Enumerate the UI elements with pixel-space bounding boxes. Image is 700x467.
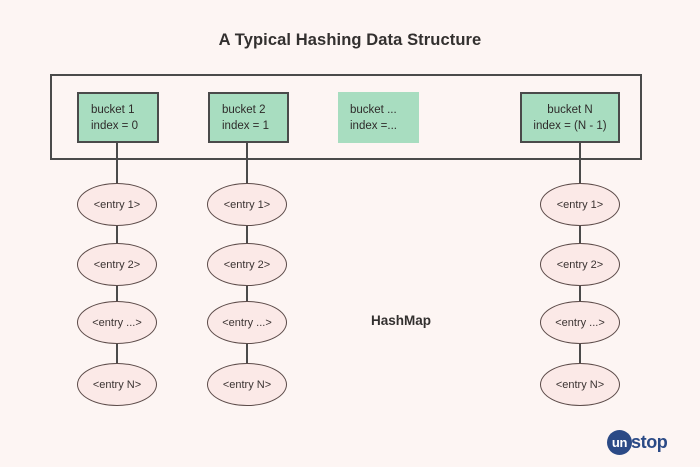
entry-label: <entry N> [92, 378, 142, 391]
entry-node[interactable]: <entry N> [77, 363, 157, 406]
connector-bucketn-entry1 [579, 143, 581, 183]
entry-label: <entry ...> [92, 316, 142, 329]
entry-label: <entry ...> [555, 316, 605, 329]
bucket-array-container [50, 74, 642, 160]
entry-label: <entry ...> [222, 316, 272, 329]
entry-label: <entry N> [555, 378, 605, 391]
connector-bucket2-entry1 [246, 143, 248, 183]
entry-label: <entry 1> [556, 198, 604, 211]
unstop-logo-text: stop [631, 431, 668, 452]
connector-entry [579, 344, 581, 363]
entry-label: <entry 2> [93, 258, 141, 271]
connector-entry [116, 286, 118, 301]
entry-node[interactable]: <entry ...> [540, 301, 620, 344]
bucket-index-1: index = 0 [91, 119, 138, 132]
entry-label: <entry N> [222, 378, 272, 391]
entry-node[interactable]: <entry ...> [77, 301, 157, 344]
entry-node[interactable]: <entry ...> [207, 301, 287, 344]
bucket-name-2: bucket 2 [222, 103, 266, 116]
entry-node[interactable]: <entry 2> [540, 243, 620, 286]
entry-node[interactable]: <entry 1> [207, 183, 287, 226]
unstop-logo[interactable]: un stop [607, 429, 668, 455]
entry-node[interactable]: <entry N> [540, 363, 620, 406]
connector-entry [246, 286, 248, 301]
bucket-name-n: bucket N [547, 103, 593, 116]
connector-bucket1-entry1 [116, 143, 118, 183]
bucket-box-n[interactable]: bucket N index = (N - 1) [520, 92, 620, 143]
bucket-box-ellipsis[interactable]: bucket ... index =... [338, 92, 419, 143]
entry-node[interactable]: <entry 1> [540, 183, 620, 226]
connector-entry [116, 226, 118, 243]
bucket-index-2: index = 1 [222, 119, 269, 132]
entry-node[interactable]: <entry 2> [207, 243, 287, 286]
bucket-name-1: bucket 1 [91, 103, 135, 116]
entry-label: <entry 1> [93, 198, 141, 211]
entry-node[interactable]: <entry 2> [77, 243, 157, 286]
connector-entry [579, 286, 581, 301]
bucket-box-2[interactable]: bucket 2 index = 1 [208, 92, 289, 143]
hashmap-caption: HashMap [371, 313, 432, 328]
entry-label: <entry 1> [223, 198, 271, 211]
bucket-box-1[interactable]: bucket 1 index = 0 [77, 92, 159, 143]
unstop-logo-mark: un [607, 429, 632, 455]
connector-entry [579, 226, 581, 243]
connector-entry [246, 226, 248, 243]
connector-entry [246, 344, 248, 363]
page-title: A Typical Hashing Data Structure [218, 31, 482, 49]
bucket-index-n: index = (N - 1) [533, 119, 607, 132]
entry-node[interactable]: <entry N> [207, 363, 287, 406]
entry-label: <entry 2> [223, 258, 271, 271]
bucket-index-ellipsis: index =... [350, 119, 397, 132]
connector-entry [116, 344, 118, 363]
entry-node[interactable]: <entry 1> [77, 183, 157, 226]
entry-label: <entry 2> [556, 258, 604, 271]
bucket-name-ellipsis: bucket ... [350, 103, 397, 116]
